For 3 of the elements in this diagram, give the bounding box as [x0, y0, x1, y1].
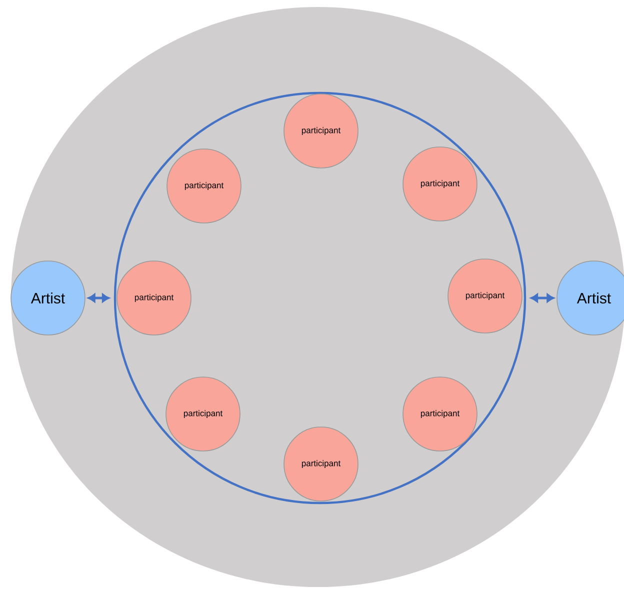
ring-circle [114, 92, 526, 504]
double-arrow [88, 294, 110, 302]
double-arrow [530, 294, 554, 302]
